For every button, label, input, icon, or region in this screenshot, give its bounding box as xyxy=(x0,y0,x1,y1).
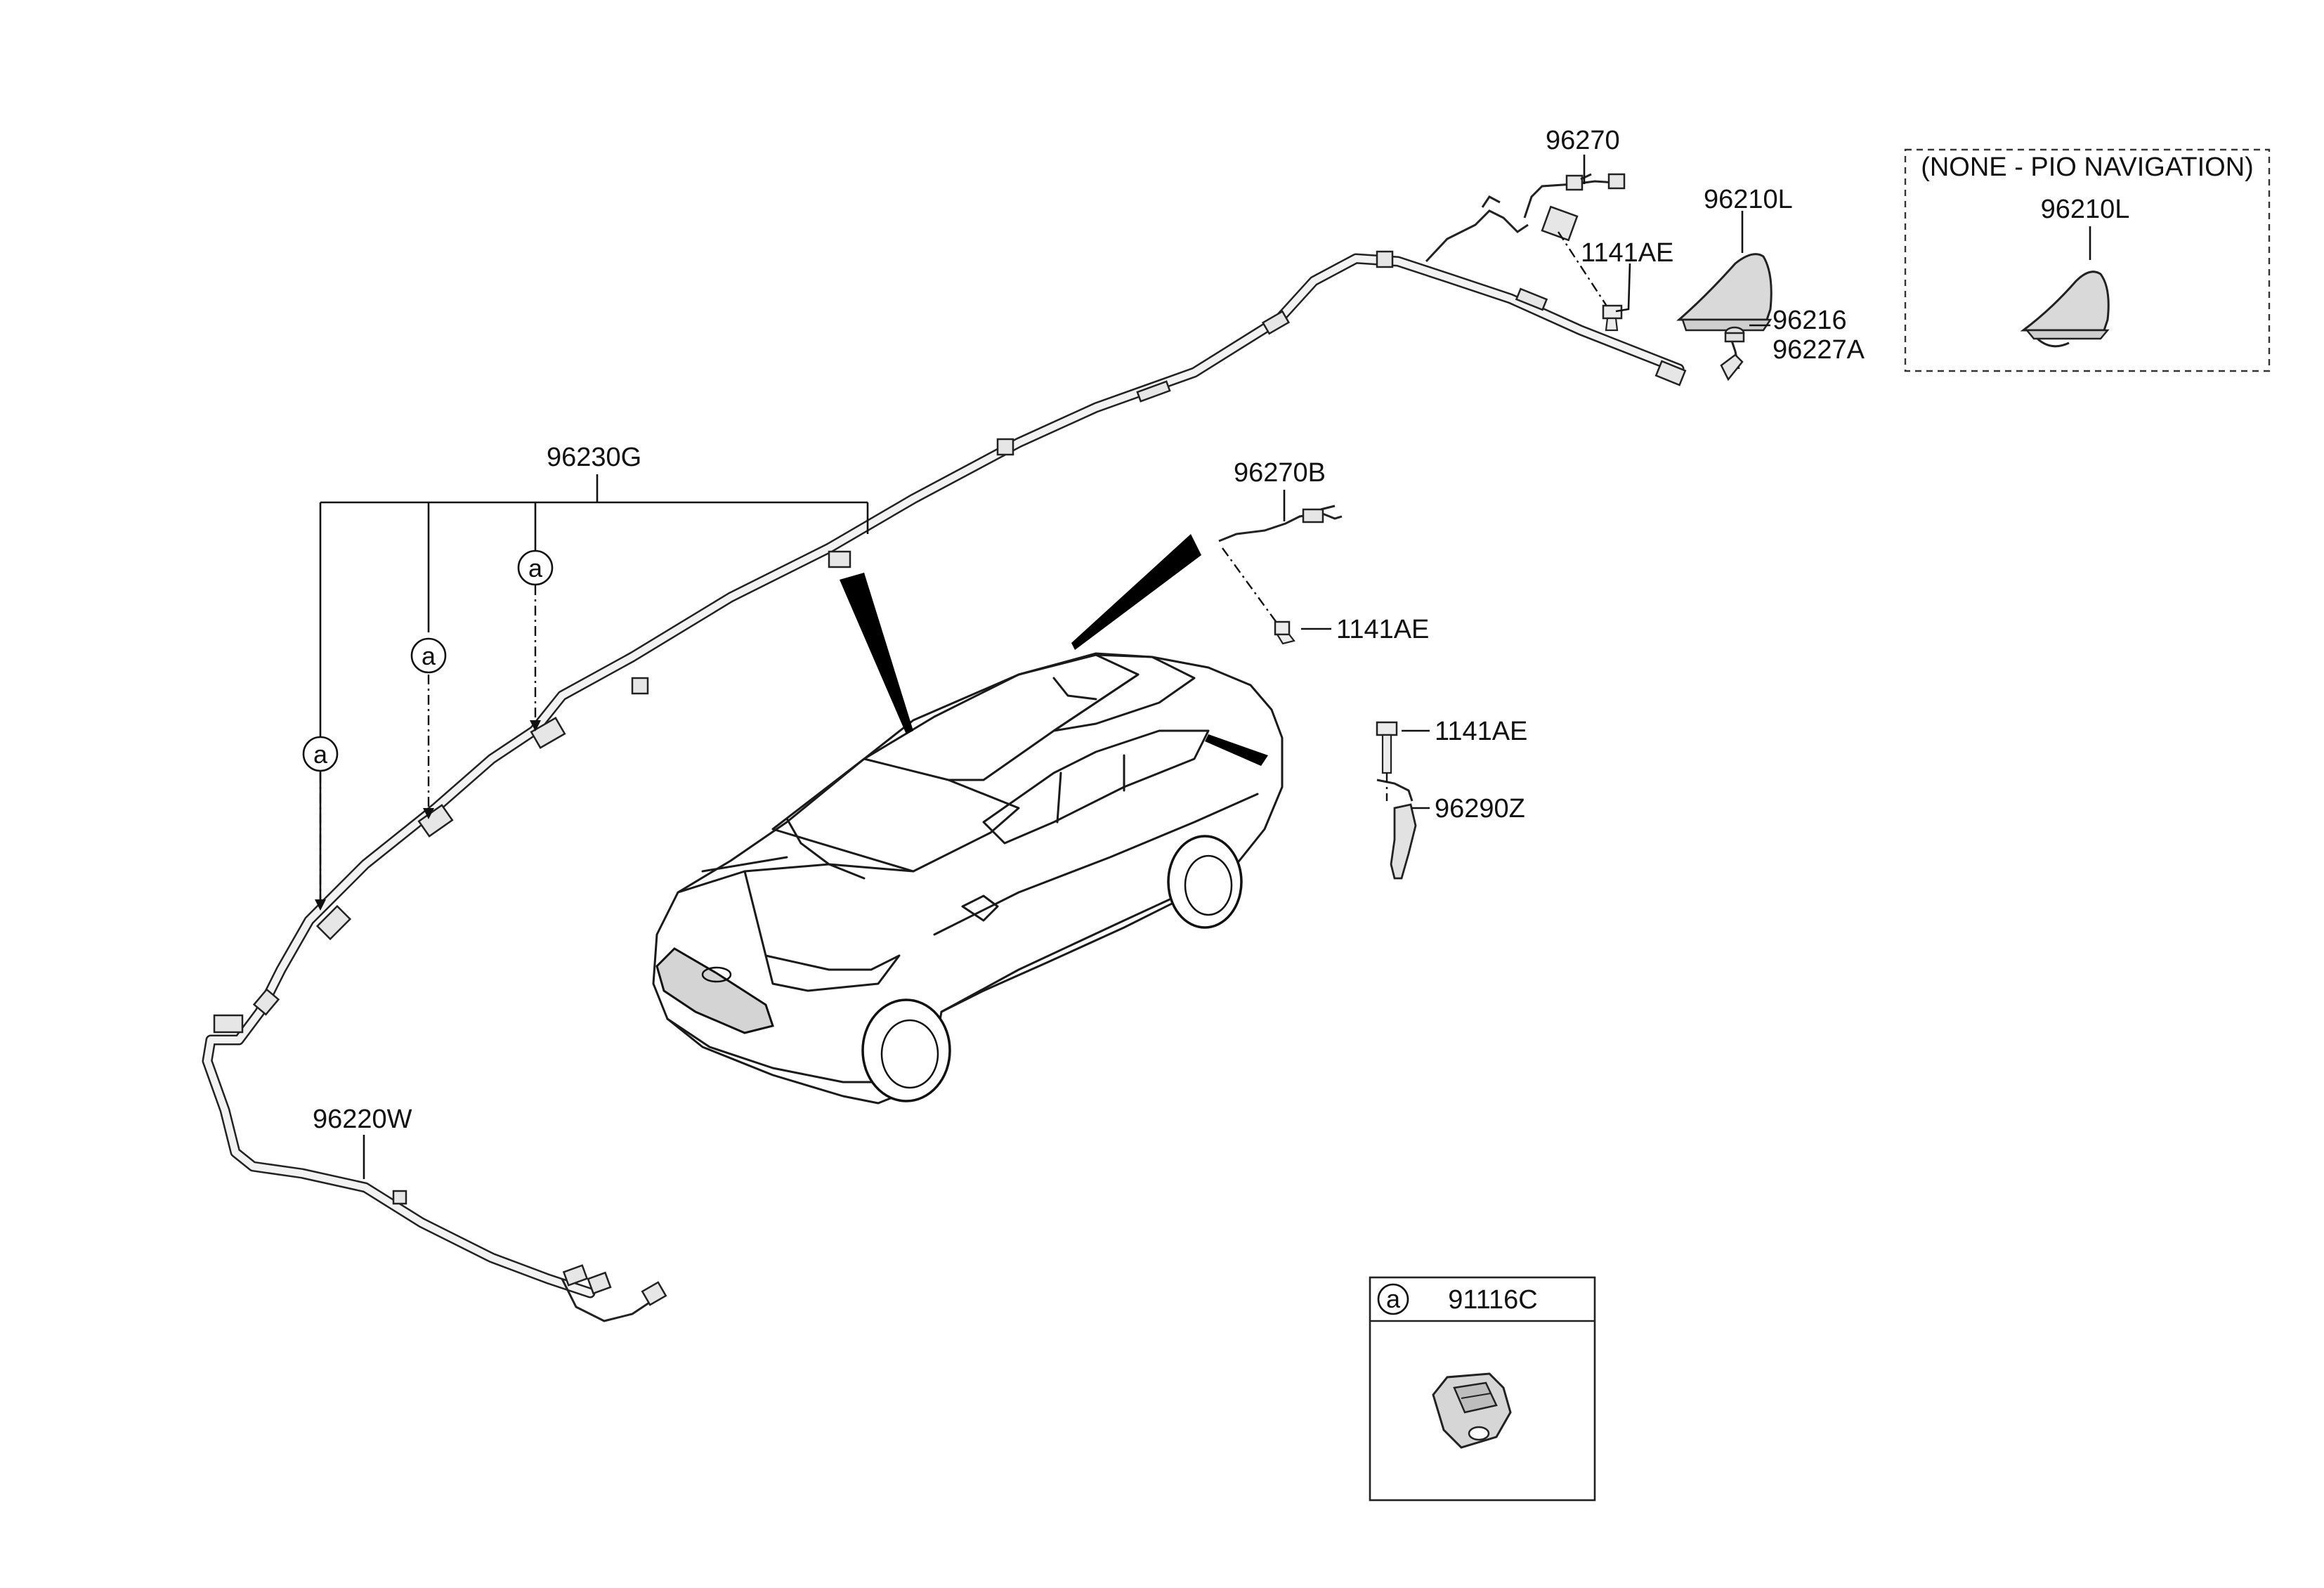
leader-1141AE-top xyxy=(1615,263,1631,313)
label-96210L: 96210L xyxy=(1704,185,1793,214)
callout-a-3: a xyxy=(517,549,554,586)
label-96270: 96270 xyxy=(1546,126,1620,155)
svg-text:a: a xyxy=(528,554,543,583)
callout-a-1: a xyxy=(302,736,339,772)
shark-fin-antenna xyxy=(1676,253,1773,370)
svg-text:a: a xyxy=(313,740,328,769)
car-illustration xyxy=(652,652,1284,1105)
option-box-title: (NONE - PIO NAVIGATION) xyxy=(1921,152,2254,182)
clip-91116C xyxy=(1432,1372,1512,1449)
antenna-cable-harness xyxy=(202,250,1687,1322)
antenna-pad xyxy=(1720,353,1744,382)
antenna-module-96290Z xyxy=(1376,773,1417,880)
legend-part: 91116C xyxy=(1448,1285,1537,1315)
antenna-feeder-96270 xyxy=(1425,173,1626,263)
label-96227A: 96227A xyxy=(1773,335,1865,365)
pointer-rear-roof xyxy=(1071,534,1201,650)
label-96216: 96216 xyxy=(1773,306,1847,335)
pointer-trunk xyxy=(1205,734,1268,766)
bolt-top xyxy=(1557,231,1623,332)
label-96230G: 96230G xyxy=(547,443,641,472)
bracket-96230G xyxy=(315,474,869,911)
label-1141AE-top: 1141AE xyxy=(1581,238,1673,268)
legend-box: a 91116C xyxy=(1369,1276,1596,1502)
label-96270B: 96270B xyxy=(1234,458,1326,488)
option-box: (NONE - PIO NAVIGATION) 96210L xyxy=(1904,148,2271,372)
feeder-96270B xyxy=(1218,505,1343,542)
pointer-roof xyxy=(840,573,913,734)
bolt-low xyxy=(1376,721,1398,774)
label-96220W: 96220W xyxy=(313,1105,412,1134)
svg-text:a: a xyxy=(422,642,436,670)
label-1141AE-low: 1141AE xyxy=(1435,717,1527,746)
callout-a-2: a xyxy=(410,637,447,674)
bolt-mid xyxy=(1222,547,1295,645)
antenna-nut xyxy=(1724,326,1745,343)
legend-letter: a xyxy=(1386,1284,1401,1313)
label-96290Z: 96290Z xyxy=(1435,794,1525,824)
option-box-part: 96210L xyxy=(2041,195,2130,224)
label-1141AE-mid: 1141AE xyxy=(1336,615,1429,644)
